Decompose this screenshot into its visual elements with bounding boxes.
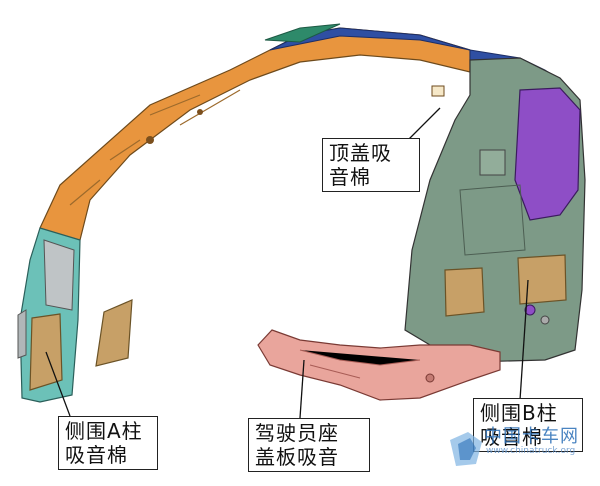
label-a-pillar-foam: 侧围A柱 吸音棉 [58, 416, 158, 470]
a-pillar-foam-piece [95, 299, 133, 367]
watermark-url: www.chinatruck.org [486, 446, 576, 456]
label-roof-line-1: 顶盖吸 [329, 141, 392, 165]
label-b-pillar-line-2: 吸音棉 [480, 425, 543, 449]
b-pillar-panel [404, 57, 586, 363]
leader-lines [45, 107, 529, 419]
label-seat-line-2: 盖板吸音 [255, 445, 339, 469]
label-seat-cover-foam: 驾驶员座 盖板吸音 [248, 418, 370, 472]
label-a-pillar-line-1: 侧围A柱 [65, 419, 143, 443]
label-seat-line-1: 驾驶员座 [255, 421, 339, 445]
seat-cover-part [257, 329, 501, 401]
label-roof-foam: 顶盖吸 音棉 [322, 138, 420, 192]
a-pillar [17, 227, 81, 403]
label-b-pillar-foam: 侧围B柱 吸音棉 [473, 398, 583, 452]
label-a-pillar-line-2: 吸音棉 [65, 443, 128, 467]
label-roof-line-2: 音棉 [329, 165, 371, 189]
watermark-text: 中国卡车网 [484, 426, 579, 447]
label-b-pillar-line-1: 侧围B柱 [480, 401, 558, 425]
watermark-logo-icon [450, 432, 482, 466]
